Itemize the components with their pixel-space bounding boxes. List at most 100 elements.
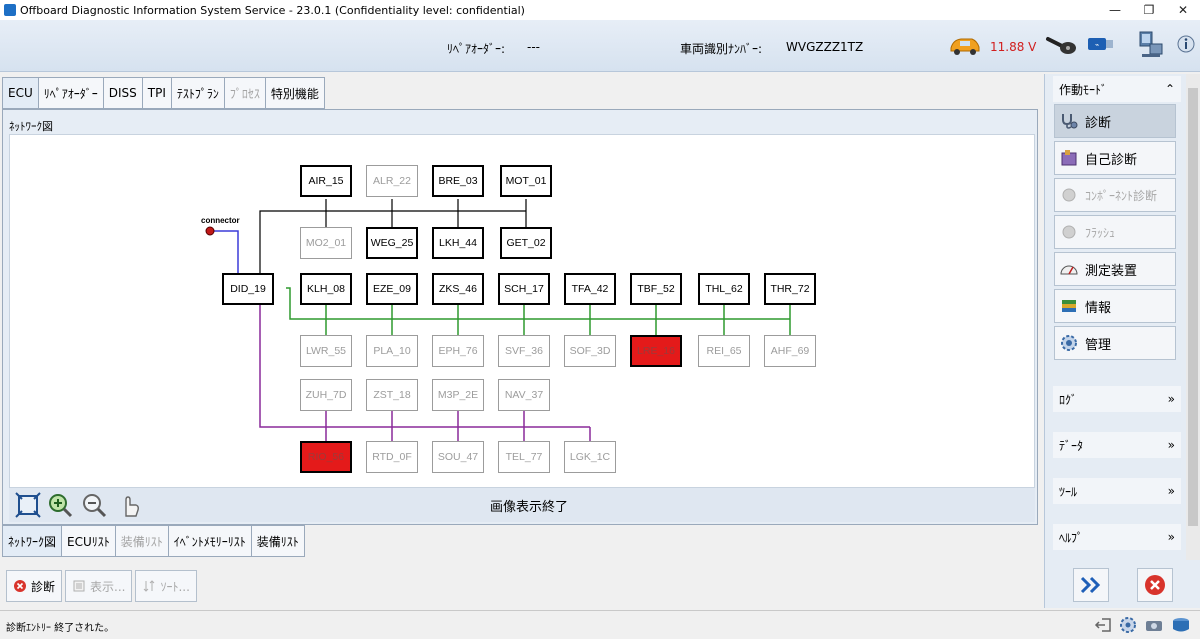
sidebar-scrollbar[interactable] bbox=[1186, 74, 1200, 560]
cancel-button[interactable] bbox=[1137, 568, 1173, 602]
mode-information[interactable]: 情報 bbox=[1054, 289, 1176, 323]
ecu-node-lgk_1c[interactable]: LGK_1C bbox=[564, 441, 616, 473]
tab-network-diagram[interactable]: ﾈｯﾄﾜｰｸ図 bbox=[2, 525, 63, 557]
display-button-label: 表示... bbox=[90, 579, 126, 594]
ecu-node-rio_56[interactable]: RIO_56 bbox=[300, 441, 352, 473]
usb-icon[interactable]: ⌁ bbox=[1086, 34, 1116, 54]
mode-administration[interactable]: 管理 bbox=[1054, 326, 1176, 360]
ecu-node-sch_17[interactable]: SCH_17 bbox=[498, 273, 550, 305]
ecu-node-nav_37[interactable]: NAV_37 bbox=[498, 379, 550, 411]
settings-gear-icon[interactable] bbox=[1118, 616, 1138, 634]
ecu-node-rei_65[interactable]: REI_65 bbox=[698, 335, 750, 367]
key-icon[interactable] bbox=[1044, 34, 1078, 56]
tab-ecu-list[interactable]: ECUﾘｽﾄ bbox=[62, 525, 116, 557]
image-display-status: 画像表示終了 bbox=[489, 500, 569, 515]
camera-icon[interactable] bbox=[1144, 617, 1164, 633]
header-bar: ﾘﾍﾟｱｵｰﾀﾞｰ: --- 車両識別ﾅﾝﾊﾞｰ: WVGZZZ1TZ 11.8… bbox=[0, 20, 1200, 72]
pan-hand-icon[interactable] bbox=[117, 492, 143, 518]
ecu-node-zks_46[interactable]: ZKS_46 bbox=[432, 273, 484, 305]
repair-order-label: ﾘﾍﾟｱｵｰﾀﾞｰ: bbox=[447, 42, 506, 56]
ecu-node-zuh_7d[interactable]: ZUH_7D bbox=[300, 379, 352, 411]
ecu-node-sof_3d[interactable]: SOF_3D bbox=[564, 335, 616, 367]
mode-information-label: 情報 bbox=[1085, 300, 1112, 316]
ecu-node-weg_25[interactable]: WEG_25 bbox=[366, 227, 418, 259]
connector-label: connector bbox=[201, 216, 240, 225]
mode-self-diagnosis[interactable]: 自己診断 bbox=[1054, 141, 1176, 175]
ecu-node-thl_62[interactable]: THL_62 bbox=[698, 273, 750, 305]
main-panel: ECU ﾘﾍﾟｱｵｰﾀﾞｰ DISS TPI ﾃｽﾄﾌﾟﾗﾝ ﾌﾟﾛｾｽ 特別機… bbox=[0, 74, 1042, 608]
mode-diagnosis[interactable]: 診断 bbox=[1054, 104, 1176, 138]
tools-section-label: ﾂｰﾙ bbox=[1059, 484, 1078, 499]
tab-equipment-list[interactable]: 装備ﾘｽﾄ bbox=[251, 525, 305, 557]
log-section-header[interactable]: ﾛｸﾞ » bbox=[1053, 386, 1181, 412]
tools-section-header[interactable]: ﾂｰﾙ » bbox=[1053, 478, 1181, 504]
ecu-node-klh_08[interactable]: KLH_08 bbox=[300, 273, 352, 305]
stethoscope-icon bbox=[1062, 114, 1078, 129]
ecu-node-m3p_2e[interactable]: M3P_2E bbox=[432, 379, 484, 411]
diagram-toolbar: 画像表示終了 bbox=[9, 488, 1035, 522]
ecu-node-mot_01[interactable]: MOT_01 bbox=[500, 165, 552, 197]
ecu-node-rtd_0f[interactable]: RTD_0F bbox=[366, 441, 418, 473]
battery-voltage: 11.88 V bbox=[990, 40, 1037, 54]
status-bar: 診断ｴﾝﾄﾘｰ 終了された。 bbox=[0, 610, 1200, 639]
ecu-node-svf_36[interactable]: SVF_36 bbox=[498, 335, 550, 367]
ecu-node-mo2_01[interactable]: MO2_01 bbox=[300, 227, 352, 259]
ecu-node-pla_10[interactable]: PLA_10 bbox=[366, 335, 418, 367]
ecu-node-tbf_52[interactable]: TBF_52 bbox=[630, 273, 682, 305]
car-icon[interactable] bbox=[948, 34, 982, 56]
repair-order-value: --- bbox=[527, 40, 540, 54]
admin-gear-icon bbox=[1061, 335, 1077, 351]
ecu-node-lkh_44[interactable]: LKH_44 bbox=[432, 227, 484, 259]
ecu-node-eze_09[interactable]: EZE_09 bbox=[366, 273, 418, 305]
mode-component-diagnosis-label: ｺﾝﾎﾟｰﾈﾝﾄ診断 bbox=[1085, 188, 1158, 203]
ecu-node-tfa_42[interactable]: TFA_42 bbox=[564, 273, 616, 305]
ecu-node-did_19[interactable]: DID_19 bbox=[222, 273, 274, 305]
forward-button[interactable] bbox=[1073, 568, 1109, 602]
close-window-button[interactable]: ✕ bbox=[1177, 3, 1189, 17]
minimize-button[interactable]: — bbox=[1109, 3, 1121, 17]
ecu-node-lre_16[interactable]: LRE_16 bbox=[630, 335, 682, 367]
tab-test-plan[interactable]: ﾃｽﾄﾌﾟﾗﾝ bbox=[171, 77, 225, 109]
network-computer-icon[interactable] bbox=[1138, 30, 1166, 60]
help-section-header[interactable]: ﾍﾙﾌﾟ » bbox=[1053, 524, 1181, 550]
ecu-node-eph_76[interactable]: EPH_76 bbox=[432, 335, 484, 367]
operating-mode-header[interactable]: 作動ﾓｰﾄﾞ ⌃ bbox=[1053, 76, 1181, 102]
mode-measuring-equipment[interactable]: 測定装置 bbox=[1054, 252, 1176, 286]
database-icon[interactable] bbox=[1170, 616, 1192, 634]
info-icon[interactable] bbox=[1176, 34, 1196, 54]
ecu-node-ahf_69[interactable]: AHF_69 bbox=[764, 335, 816, 367]
expand-chevron-icon: » bbox=[1167, 392, 1175, 406]
title-bar: Offboard Diagnostic Information System S… bbox=[0, 0, 1200, 20]
tab-diss[interactable]: DISS bbox=[103, 77, 143, 109]
data-section-header[interactable]: ﾃﾞｰﾀ » bbox=[1053, 432, 1181, 458]
ecu-node-alr_22[interactable]: ALR_22 bbox=[366, 165, 418, 197]
fit-view-icon[interactable] bbox=[15, 492, 41, 518]
tab-ecu[interactable]: ECU bbox=[2, 77, 39, 109]
zoom-in-icon[interactable] bbox=[47, 492, 73, 518]
zoom-out-icon[interactable] bbox=[81, 492, 107, 518]
mode-measuring-equipment-label: 測定装置 bbox=[1085, 263, 1138, 279]
sort-button: ｿｰﾄ... bbox=[135, 570, 197, 602]
sort-icon bbox=[144, 580, 155, 592]
diagnose-button[interactable]: 診断 bbox=[6, 570, 63, 602]
mode-flash-label: ﾌﾗｯｼｭ bbox=[1085, 225, 1116, 240]
restore-button[interactable]: ❐ bbox=[1143, 3, 1155, 17]
ecu-node-thr_72[interactable]: THR_72 bbox=[764, 273, 816, 305]
ecu-node-air_15[interactable]: AIR_15 bbox=[300, 165, 352, 197]
tab-special-functions[interactable]: 特別機能 bbox=[265, 77, 325, 109]
tab-repair-order[interactable]: ﾘﾍﾟｱｵｰﾀﾞｰ bbox=[38, 77, 104, 109]
ecu-node-sou_47[interactable]: SOU_47 bbox=[432, 441, 484, 473]
top-tab-bar: ECU ﾘﾍﾟｱｵｰﾀﾞｰ DISS TPI ﾃｽﾄﾌﾟﾗﾝ ﾌﾟﾛｾｽ 特別機… bbox=[2, 77, 325, 109]
tab-tpi[interactable]: TPI bbox=[142, 77, 172, 109]
mode-flash: ﾌﾗｯｼｭ bbox=[1054, 215, 1176, 249]
exit-icon[interactable] bbox=[1094, 617, 1112, 633]
action-button-row: 診断 表示... ｿｰﾄ... bbox=[6, 570, 197, 602]
ecu-node-tel_77[interactable]: TEL_77 bbox=[498, 441, 550, 473]
connector-point[interactable] bbox=[205, 226, 215, 236]
tab-event-memory-list[interactable]: ｲﾍﾞﾝﾄﾒﾓﾘｰﾘｽﾄ bbox=[168, 525, 252, 557]
ecu-node-get_02[interactable]: GET_02 bbox=[500, 227, 552, 259]
ecu-node-lwr_55[interactable]: LWR_55 bbox=[300, 335, 352, 367]
ecu-node-bre_03[interactable]: BRE_03 bbox=[432, 165, 484, 197]
ecu-node-zst_18[interactable]: ZST_18 bbox=[366, 379, 418, 411]
